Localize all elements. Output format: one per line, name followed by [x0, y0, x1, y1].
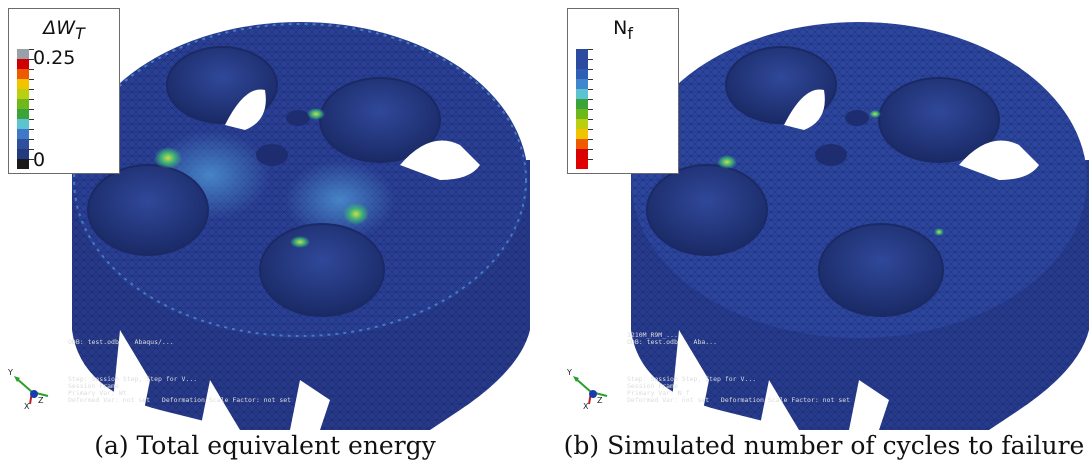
legend-tick [588, 69, 593, 79]
stress-hotspot [717, 155, 737, 169]
legend-color-swatch [17, 159, 29, 169]
legend-tick [588, 49, 593, 59]
legend-tick [29, 139, 34, 149]
viewport-info-line: ODB: test.odb Abaqus/... [68, 338, 174, 346]
triad-z-label: Z [597, 396, 603, 405]
legend-color-swatch [17, 49, 29, 59]
legend-color-swatch [576, 149, 588, 159]
legend-color-swatch [576, 69, 588, 79]
triad-y-label: Y [8, 368, 13, 377]
legend-tick [588, 79, 593, 89]
legend-tick [29, 69, 34, 79]
viewport-info-line: Deformed Var: not set Deformation Scale … [68, 396, 292, 404]
viewport-info-line: Primary Var: Wt [68, 389, 127, 397]
legend-color-swatch [576, 159, 588, 169]
legend-tick [588, 119, 593, 129]
legend-ticks [588, 49, 594, 169]
figure-caption: (b) Simulated number of cycles to failur… [563, 431, 1085, 460]
legend-title: Nf [613, 17, 633, 43]
panel-a: ΔWT 0.25 0 ODB: test.odb Abaqus/... Step… [0, 0, 530, 472]
triad-x-label: X [583, 402, 589, 411]
pocket-left [87, 164, 209, 256]
viewport-info-line: Deformed Var: not set Deformation Scale … [627, 396, 851, 404]
viewport-info-line: Step: Session Step, Step for V... [627, 375, 757, 383]
legend-color-swatch [576, 59, 588, 69]
legend-tick [29, 119, 34, 129]
legend-color-swatch [576, 129, 588, 139]
legend-tick [29, 159, 34, 169]
legend-tick [588, 99, 593, 109]
fea-model-render [72, 22, 530, 430]
triad-x-label: X [24, 402, 30, 411]
legend-title: ΔWT [43, 17, 85, 43]
legend-tick [29, 49, 34, 59]
legend: ΔWT 0.25 0 [8, 8, 120, 174]
legend-color-swatch [17, 99, 29, 109]
legend-min-label: 0 [33, 149, 46, 171]
stress-hotspot [343, 203, 369, 225]
legend-tick [588, 109, 593, 119]
legend-ticks [29, 49, 35, 169]
viewport-info-line: Session Frame [627, 382, 678, 390]
axis-triad [14, 376, 49, 405]
pocket-front [259, 223, 385, 317]
legend-color-swatch [576, 99, 588, 109]
legend-color-swatch [17, 129, 29, 139]
triad-z-label: Z [38, 396, 44, 405]
legend-tick [29, 99, 34, 109]
legend-tick [588, 149, 593, 159]
legend-colorbar [576, 49, 588, 169]
legend-tick [588, 139, 593, 149]
legend-color-swatch [17, 89, 29, 99]
legend-color-swatch [576, 79, 588, 89]
viewport-info-line: Primary Var: N_f [627, 389, 690, 397]
fea-model-render [631, 22, 1089, 430]
legend-color-swatch [576, 89, 588, 99]
legend-color-swatch [576, 139, 588, 149]
legend: Nf [567, 8, 679, 174]
legend-tick [29, 129, 34, 139]
figure-caption: (a) Total equivalent energy [94, 431, 436, 460]
legend-color-swatch [17, 69, 29, 79]
legend-tick [588, 59, 593, 69]
viewport-info-line: Step: Session Step, Step for V... [68, 375, 198, 383]
panel-b: Nf 1210M_R9M_... ODB: test.odb Aba... St… [559, 0, 1089, 472]
legend-tick [588, 129, 593, 139]
legend-color-swatch [17, 149, 29, 159]
viewport-info-line: 1210M_R9M_... [627, 331, 678, 339]
axis-triad [573, 376, 608, 405]
legend-tick [588, 89, 593, 99]
legend-color-swatch [17, 119, 29, 129]
legend-tick [29, 89, 34, 99]
legend-max-label: 0.25 [33, 47, 76, 69]
legend-color-swatch [576, 49, 588, 59]
small-hole [286, 110, 310, 126]
legend-color-swatch [17, 139, 29, 149]
legend-color-swatch [576, 109, 588, 119]
stress-hotspot [154, 147, 182, 169]
viewport-info-line: ODB: test.odb Aba... [627, 338, 718, 346]
viewport-info-line: Session Frame [68, 382, 119, 390]
legend-tick [29, 59, 34, 69]
legend-tick [29, 109, 34, 119]
legend-color-swatch [17, 59, 29, 69]
legend-tick [29, 149, 34, 159]
legend-colorbar [17, 49, 29, 169]
legend-tick [588, 159, 593, 169]
stress-hotspot [307, 108, 325, 120]
stress-hotspot [869, 110, 881, 118]
legend-color-swatch [17, 79, 29, 89]
triad-y-label: Y [567, 368, 572, 377]
legend-tick [29, 79, 34, 89]
legend-color-swatch [17, 109, 29, 119]
pocket-right [319, 77, 441, 163]
legend-color-swatch [576, 119, 588, 129]
center-hole [256, 144, 288, 166]
